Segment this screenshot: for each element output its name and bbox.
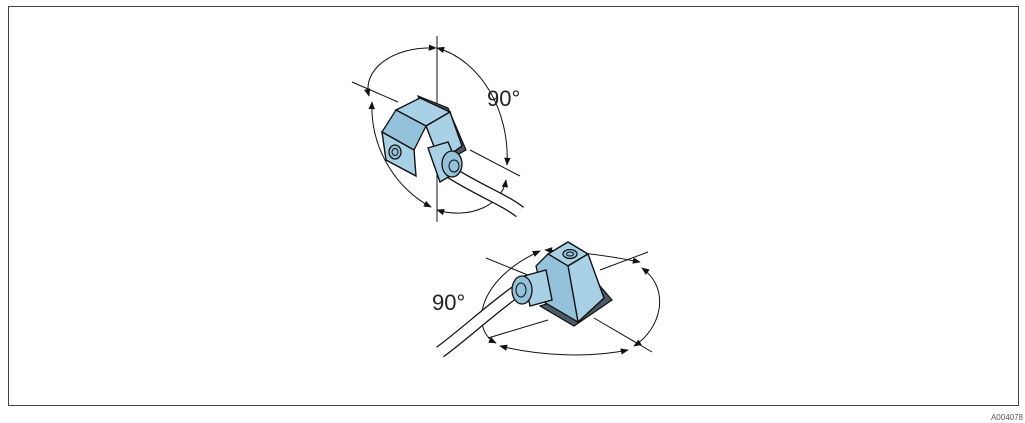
top-rotation-ellipse bbox=[364, 44, 511, 216]
figure-code: A004078 bbox=[990, 413, 1023, 422]
bottom-axis-right bbox=[599, 251, 649, 271]
top-angle-label: 90° bbox=[487, 86, 520, 111]
bottom-cable bbox=[436, 284, 522, 358]
top-connector-assembly bbox=[351, 36, 525, 222]
bottom-cable-gland bbox=[511, 269, 553, 307]
top-cable-gland bbox=[427, 141, 463, 184]
bottom-angle-label: 90° bbox=[432, 290, 465, 315]
bottom-axis-front-right bbox=[593, 317, 653, 353]
bottom-rotation-ellipse bbox=[481, 247, 661, 356]
bottom-screw bbox=[562, 248, 578, 260]
bottom-connector-assembly bbox=[436, 241, 661, 358]
bottom-axis-front-left bbox=[487, 319, 549, 339]
top-screw bbox=[388, 144, 402, 160]
top-axis-horizontal-left bbox=[351, 81, 399, 103]
top-axis-horizontal-right bbox=[469, 149, 521, 177]
top-cable bbox=[446, 166, 525, 218]
